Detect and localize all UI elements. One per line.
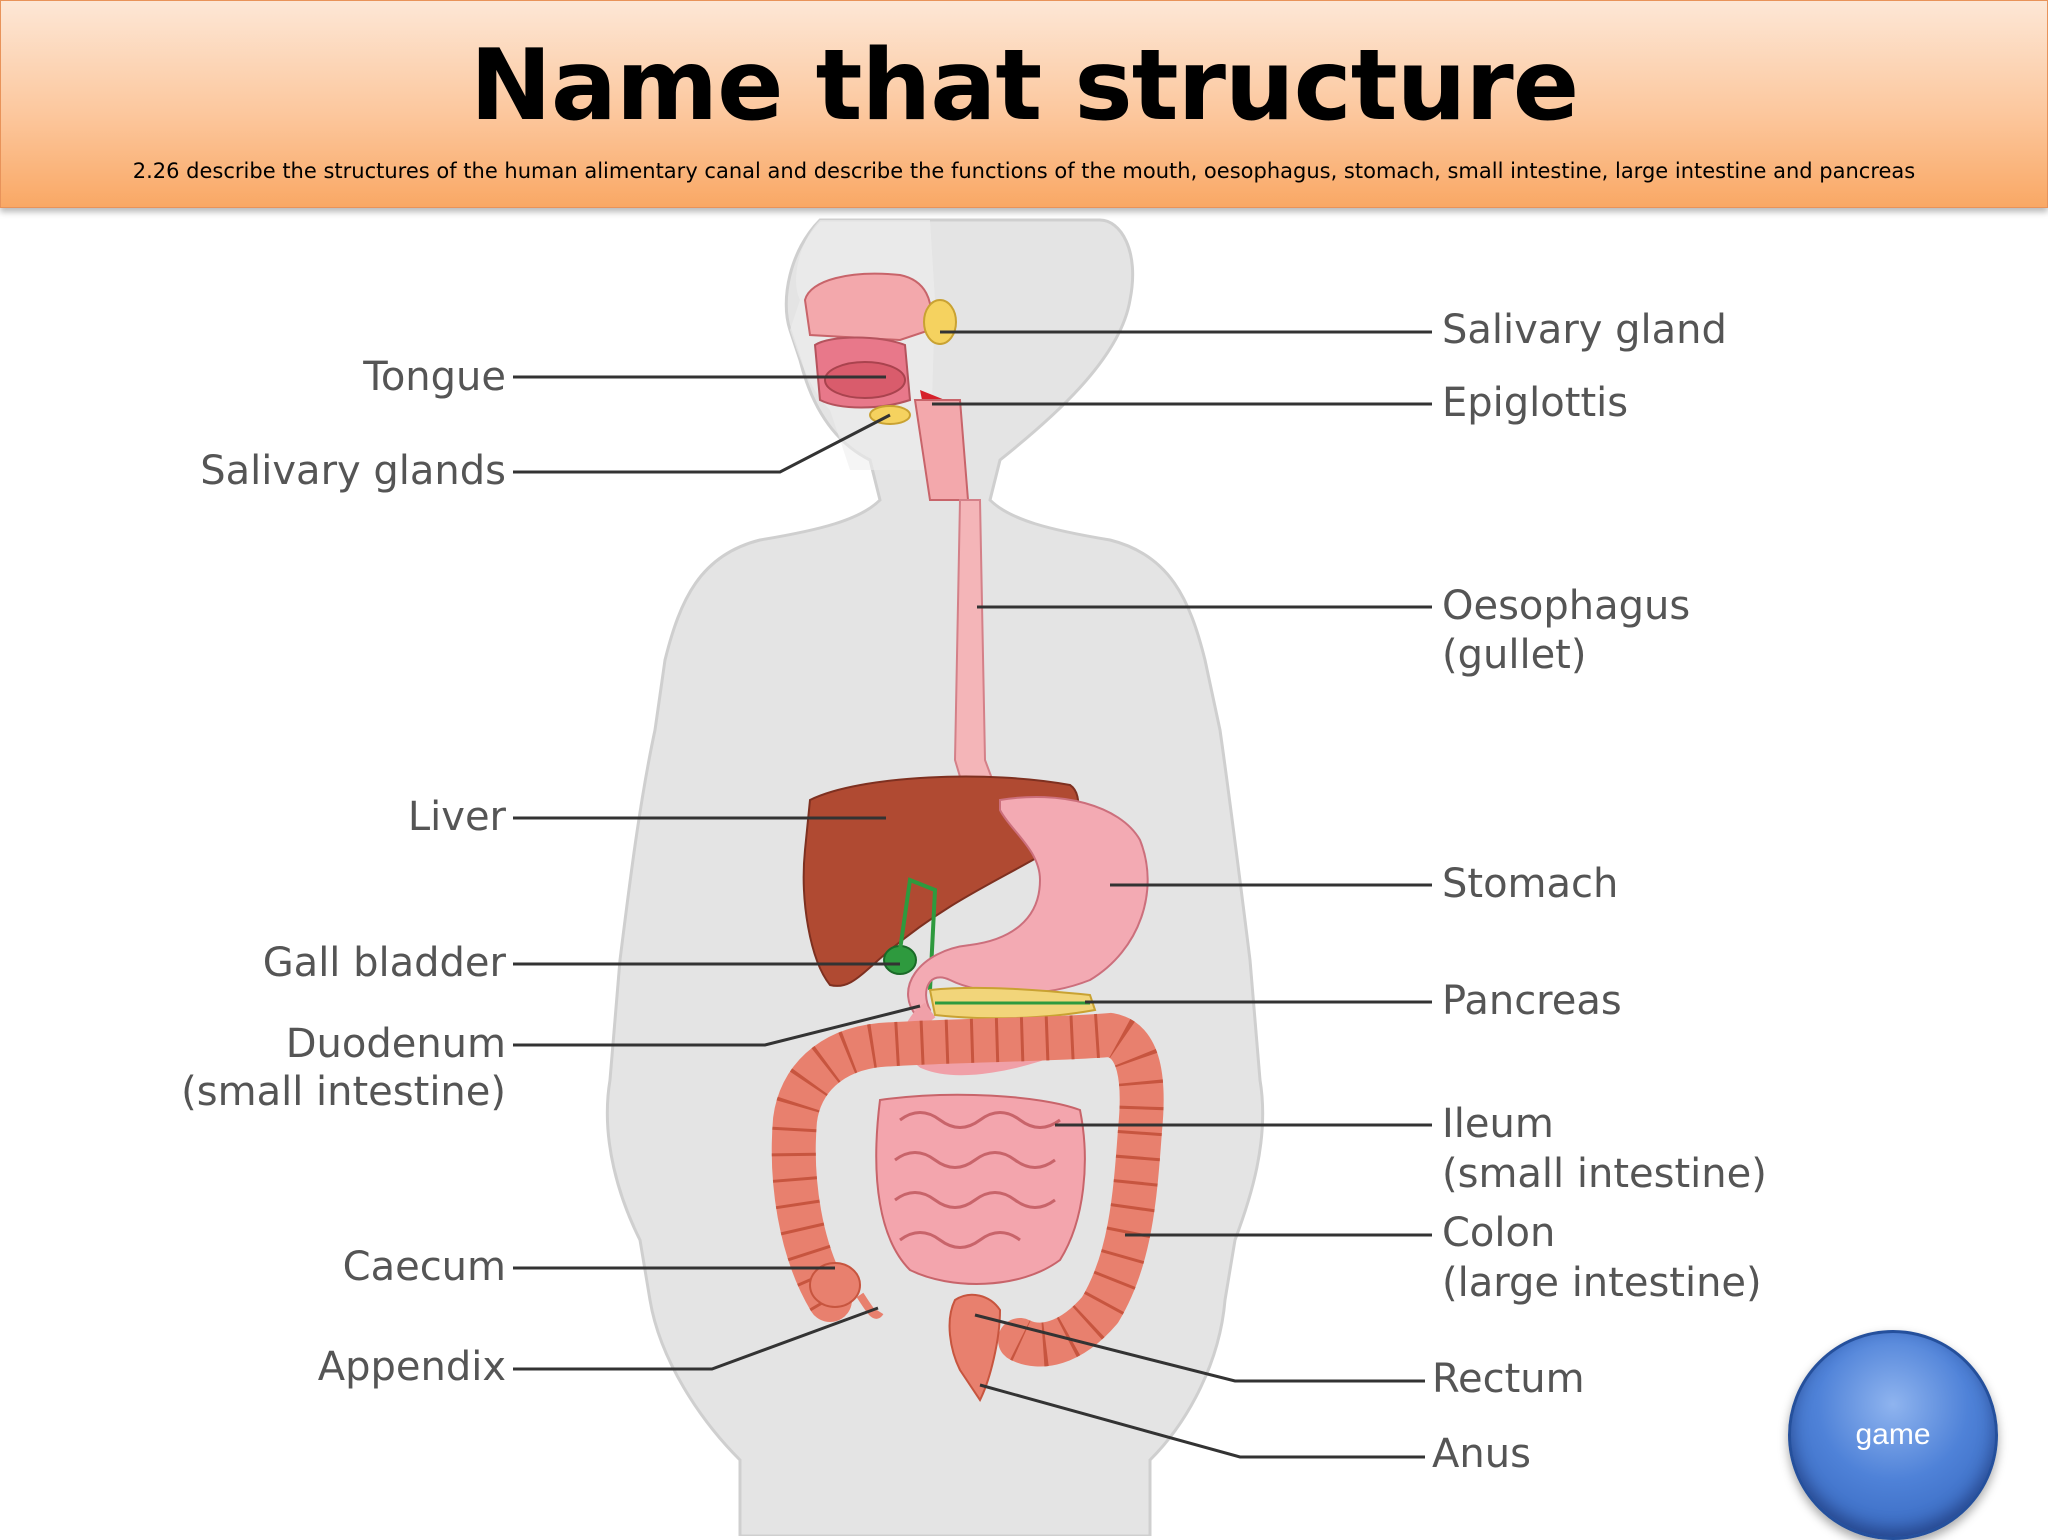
label-duodenum: Duodenum [285, 1021, 506, 1067]
label-salivary-glands: Salivary glands [200, 448, 506, 494]
line-duodenum [513, 1004, 921, 1047]
nasal-cavity [803, 272, 933, 342]
label-colon-sub: (large intestine) [1442, 1260, 1762, 1306]
rectum-shape [948, 1293, 1002, 1402]
label-oesophagus: Oesophagus [1442, 583, 1691, 629]
caecum-shape [809, 1262, 861, 1308]
line-appendix [513, 1306, 879, 1371]
line-anus [979, 1383, 1425, 1459]
colon-shape [771, 1012, 1164, 1367]
label-duodenum-sub: (small intestine) [181, 1069, 506, 1115]
label-rectum: Rectum [1432, 1356, 1585, 1402]
label-ileum: Ileum [1442, 1101, 1554, 1147]
liver-shape [802, 775, 1080, 987]
tongue-shape [824, 361, 906, 399]
title-banner: Name that structure 2.26 describe the st… [0, 0, 2048, 208]
line-salivary-glands [513, 413, 891, 474]
label-liver: Liver [407, 794, 506, 840]
label-salivary-gland: Salivary gland [1442, 307, 1727, 353]
gall-bladder-shape [883, 945, 917, 975]
label-epiglottis: Epiglottis [1442, 380, 1629, 426]
small-intestine-shape [875, 1093, 1086, 1285]
line-rectum [974, 1313, 1425, 1383]
label-tongue: Tongue [363, 354, 506, 400]
page-title: Name that structure [469, 29, 1579, 143]
label-pancreas: Pancreas [1442, 978, 1622, 1024]
small-intestine-coils [894, 1111, 1061, 1249]
appendix-shape [856, 1292, 884, 1319]
stomach-shape [907, 796, 1149, 1022]
label-anus: Anus [1432, 1431, 1531, 1477]
game-button[interactable]: game [1788, 1330, 1998, 1540]
label-stomach: Stomach [1442, 861, 1619, 907]
page-subtitle: 2.26 describe the structures of the huma… [132, 159, 1916, 183]
salivary-gland-shape [923, 299, 957, 345]
label-caecum: Caecum [342, 1244, 506, 1290]
label-ileum-sub: (small intestine) [1442, 1151, 1767, 1197]
label-colon: Colon [1442, 1210, 1556, 1256]
label-oesophagus-sub: (gullet) [1442, 632, 1587, 678]
leader-lines [513, 330, 1432, 1459]
label-appendix: Appendix [317, 1344, 506, 1390]
bile-duct [898, 877, 938, 991]
label-gall-bladder: Gall bladder [262, 940, 506, 986]
